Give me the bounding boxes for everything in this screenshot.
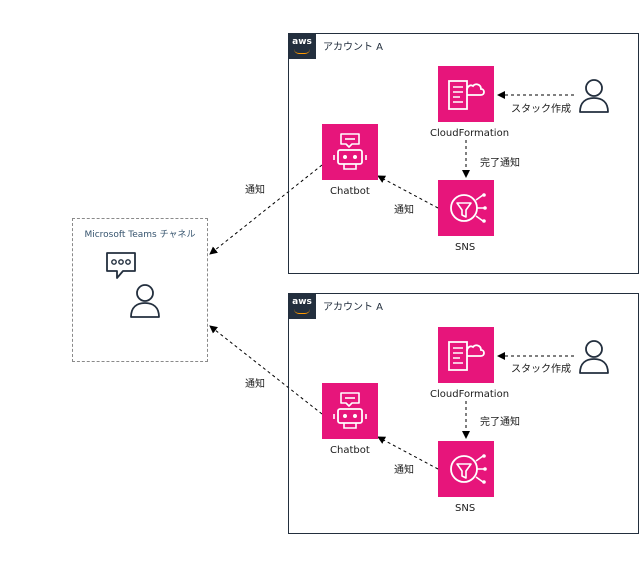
aws-logo-icon: aws (288, 293, 316, 319)
cloudformation-label-2: CloudFormation (430, 389, 510, 400)
edge-label-stack-create-1: スタック作成 (511, 104, 571, 115)
edge-label-sns-to-chatbot-2: 通知 (394, 465, 414, 476)
edge-label-chatbot-to-teams-1: 通知 (245, 185, 265, 196)
sns-label-1: SNS (455, 242, 476, 253)
sns-service-2 (438, 441, 494, 497)
edge-label-chatbot-to-teams-2: 通知 (245, 379, 265, 390)
account-title: アカウント A (323, 42, 384, 53)
sns-label-2: SNS (455, 503, 476, 514)
teams-channel-title: Microsoft Teams チャネル (84, 230, 196, 240)
edge-sns-to-chatbot-2 (377, 436, 439, 470)
chatbot-icon (333, 133, 367, 170)
edge-label-complete-notify-1: 完了通知 (480, 158, 520, 169)
cloudformation-service-1 (438, 66, 494, 122)
chat-bubble-icon (106, 252, 136, 279)
edge-label-stack-create-2: スタック作成 (511, 364, 571, 375)
user-icon (579, 340, 609, 374)
chatbot-icon (333, 392, 367, 429)
cloudformation-service-2 (438, 327, 494, 383)
edge-label-sns-to-chatbot-1: 通知 (394, 205, 414, 216)
aws-account-group-1: aws アカウント A (288, 33, 639, 274)
user-icon (579, 79, 609, 113)
cloudformation-label-1: CloudFormation (430, 128, 510, 139)
chatbot-service-2 (322, 383, 378, 439)
sns-service-1 (438, 180, 494, 236)
cloudformation-icon (448, 80, 485, 110)
user-icon (130, 284, 160, 318)
sns-icon (450, 193, 487, 223)
teams-channel-group: Microsoft Teams チャネル (72, 218, 208, 362)
chatbot-label-1: Chatbot (330, 186, 370, 197)
cloudformation-icon (448, 341, 485, 371)
chatbot-service-1 (322, 124, 378, 180)
sns-icon (450, 454, 487, 484)
aws-logo-icon: aws (288, 33, 316, 59)
account-title: アカウント A (323, 302, 384, 313)
aws-account-group-2: aws アカウント A (288, 293, 639, 534)
chatbot-label-2: Chatbot (330, 445, 370, 456)
edge-label-complete-notify-2: 完了通知 (480, 417, 520, 428)
edge-sns-to-chatbot-1 (377, 175, 439, 209)
